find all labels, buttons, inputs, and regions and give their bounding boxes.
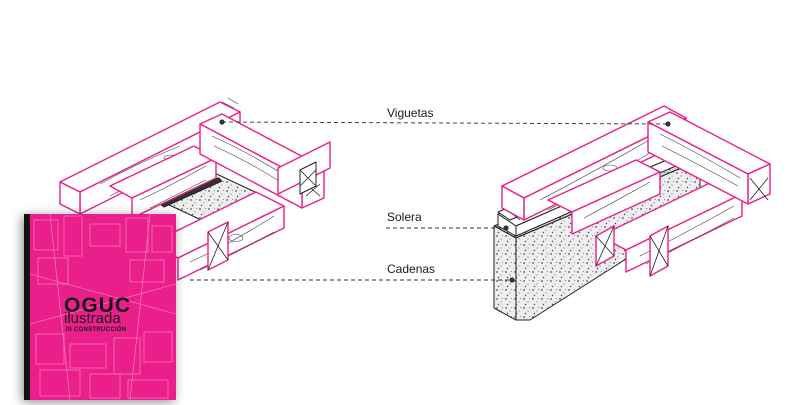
right-front-ends	[595, 225, 669, 277]
book-title: OGUC	[64, 294, 131, 317]
left-floor-assembly	[59, 97, 331, 281]
solera-label: Solera	[387, 210, 422, 224]
left-cross-joist-1	[109, 145, 217, 219]
right-right-joist	[647, 111, 771, 205]
viguetas-leader	[221, 121, 669, 125]
book-spine	[24, 214, 30, 400]
left-front-end	[207, 221, 229, 271]
book-volume: III CONSTRUCCIÓN	[66, 327, 127, 333]
book-subtitle: ilustrada	[64, 310, 121, 327]
right-cross-joist-1	[547, 159, 661, 235]
book-cover: OGUC ilustrada III CONSTRUCCIÓN	[24, 214, 176, 400]
viguetas-label: Viguetas	[387, 106, 434, 120]
cadena-front	[493, 225, 517, 321]
cadenas-label: Cadenas	[387, 262, 436, 276]
leader-lines	[190, 119, 671, 283]
left-joist-end	[277, 141, 331, 195]
right-floor-assembly	[493, 105, 771, 321]
city-illustration	[30, 214, 176, 400]
left-cross-joist-2	[149, 191, 285, 281]
